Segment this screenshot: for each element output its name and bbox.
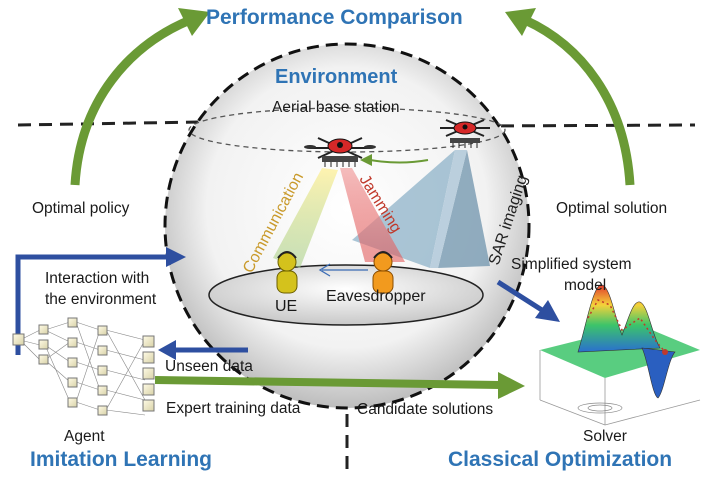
performance-comparison-title: Performance Comparison <box>206 6 463 29</box>
ue-person-icon <box>276 251 298 294</box>
optimal-policy-arrow <box>70 15 192 186</box>
optimal-policy-label: Optimal policy <box>32 200 130 217</box>
surface-plot-icon <box>539 284 701 426</box>
simplified-label-line2: model <box>564 277 607 294</box>
unseen-data-label: Unseen data <box>165 358 253 375</box>
solver-label: Solver <box>583 428 627 445</box>
eavesdropper-person-icon <box>372 251 394 294</box>
simplified-label-line1: Simplified system <box>511 256 632 273</box>
optimal-solution-label: Optimal solution <box>556 200 668 217</box>
interaction-label-line2: the environment <box>45 291 157 308</box>
drone-icon-sar <box>440 119 490 148</box>
ue-label: UE <box>275 298 298 315</box>
divider-lines <box>17 120 696 476</box>
communication-beam <box>273 168 338 268</box>
interaction-label-line1: Interaction with <box>45 270 150 287</box>
aerial-base-station-label: Aerial base station <box>272 99 400 116</box>
neural-network-icon <box>12 317 155 416</box>
imitation-learning-title: Imitation Learning <box>30 448 213 471</box>
interaction-arrow <box>15 254 170 355</box>
drone-motion-arrow <box>369 159 429 164</box>
drone-icon <box>304 137 376 167</box>
eavesdropper-label: Eavesdropper <box>326 288 426 305</box>
optimal-solution-arrow <box>523 15 635 186</box>
simplified-model-arrow <box>496 279 547 315</box>
agent-label: Agent <box>64 428 105 445</box>
classical-optimization-title: Classical Optimization <box>448 448 673 471</box>
jamming-beam <box>340 168 405 262</box>
candidate-solutions-arrow <box>154 376 501 389</box>
candidate-solutions-label: Candidate solutions <box>357 401 494 418</box>
environment-title: Environment <box>275 66 398 88</box>
expert-training-data-label: Expert training data <box>166 400 301 417</box>
